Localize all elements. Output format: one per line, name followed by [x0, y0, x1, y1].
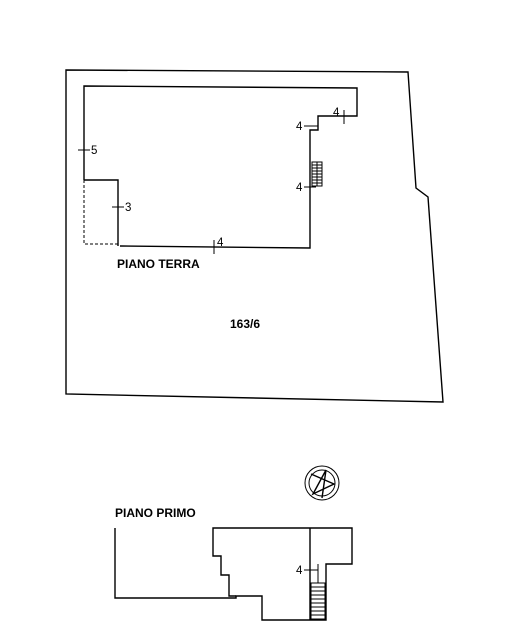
parcel-boundary: [65, 69, 444, 403]
north-arrow-icon: [304, 465, 340, 501]
dim-right-upper-label: 4: [296, 121, 303, 133]
dim-first-floor-label: 4: [296, 565, 303, 577]
dim-notch-label: 3: [125, 202, 131, 214]
stair-hatch-first: [310, 564, 326, 620]
ground-floor-notch: [84, 179, 119, 246]
ground-floor-title: PIANO TERRA: [117, 257, 200, 271]
stair-hatch-ground: [311, 161, 323, 187]
dim-bottom-label: 4: [217, 237, 224, 249]
first-floor-title: PIANO PRIMO: [115, 506, 196, 520]
dim-left-label: 5: [91, 145, 97, 157]
parcel-label: 163/6: [230, 317, 260, 331]
ground-floor-notch-dashed: [83, 180, 118, 245]
dim-top-step-label: 4: [333, 107, 340, 119]
ground-floor-outline: [83, 85, 358, 249]
first-floor-stepped-wall: [212, 527, 310, 597]
dim-right-mid-label: 4: [296, 182, 303, 194]
first-floor-outline: [114, 527, 353, 621]
